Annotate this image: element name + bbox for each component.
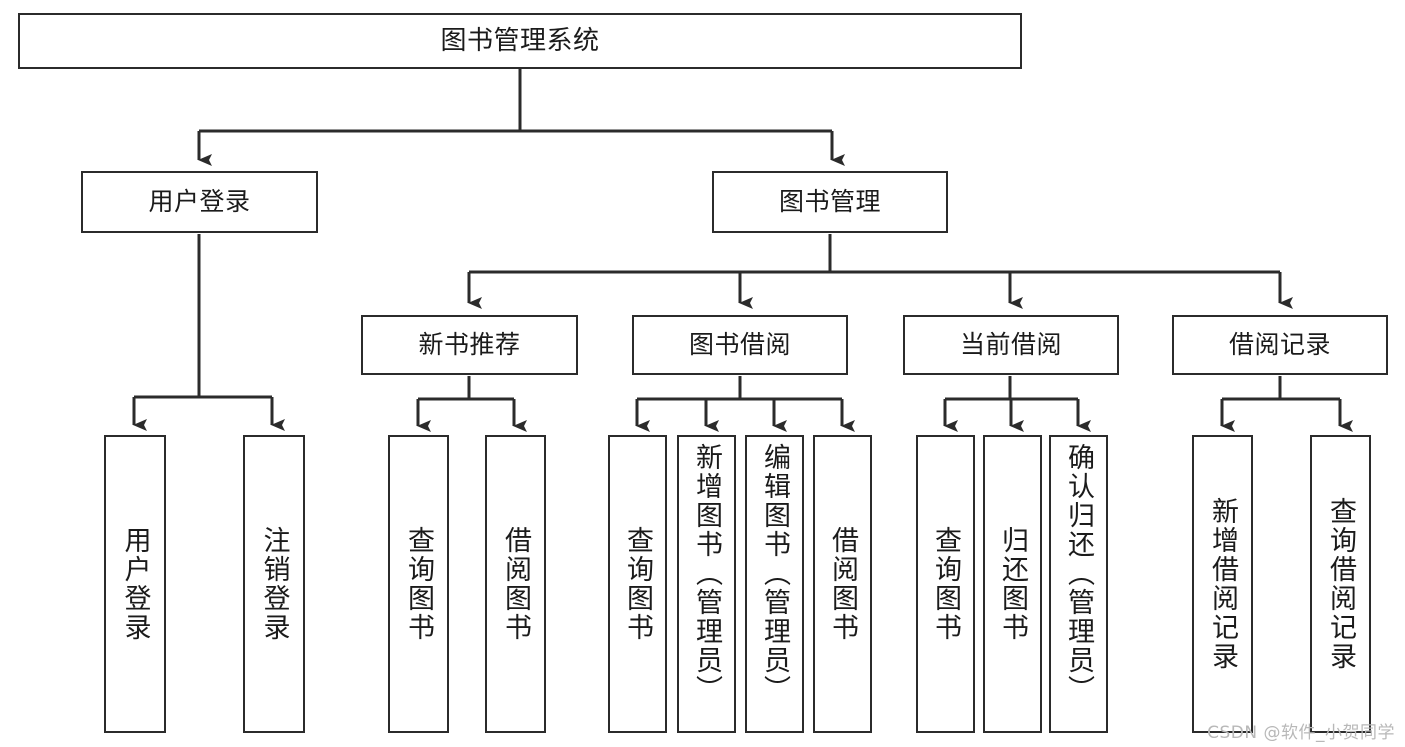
node-current-borrow[interactable]: 当前借阅 bbox=[903, 315, 1119, 375]
node-label: 图书管理系统 bbox=[440, 25, 600, 56]
leaf-user-login-login[interactable]: 用户登录 bbox=[104, 435, 166, 733]
node-label: 注销登录 bbox=[258, 526, 290, 642]
node-label: 用户登录 bbox=[119, 526, 151, 642]
leaf-current-borrow-query-book[interactable]: 查询图书 bbox=[916, 435, 975, 733]
node-label: 借阅图书 bbox=[500, 526, 531, 642]
leaf-book-borrow-query-book[interactable]: 查询图书 bbox=[608, 435, 667, 733]
leaf-user-login-logout[interactable]: 注销登录 bbox=[243, 435, 305, 733]
node-label: 新增图书（管理员） bbox=[691, 443, 722, 704]
node-root-book-management-system[interactable]: 图书管理系统 bbox=[18, 13, 1022, 69]
leaf-new-book-query-book[interactable]: 查询图书 bbox=[388, 435, 449, 733]
node-user-login[interactable]: 用户登录 bbox=[81, 171, 318, 233]
node-label: 查询借阅记录 bbox=[1325, 497, 1356, 671]
node-label: 归还图书 bbox=[997, 526, 1028, 642]
leaf-borrow-record-query-record[interactable]: 查询借阅记录 bbox=[1310, 435, 1371, 733]
leaf-book-borrow-add-book-admin[interactable]: 新增图书（管理员） bbox=[677, 435, 736, 733]
node-label: 编辑图书（管理员） bbox=[759, 443, 790, 704]
node-label: 图书借阅 bbox=[688, 330, 791, 360]
csdn-watermark: CSDN @软件_小贺同学 bbox=[1207, 723, 1395, 743]
node-label: 图书管理 bbox=[778, 187, 881, 217]
node-book-management[interactable]: 图书管理 bbox=[712, 171, 948, 233]
leaf-borrow-record-add-record[interactable]: 新增借阅记录 bbox=[1192, 435, 1253, 733]
node-label: 查询图书 bbox=[930, 526, 961, 642]
node-label: 新增借阅记录 bbox=[1207, 497, 1238, 671]
node-book-borrow[interactable]: 图书借阅 bbox=[632, 315, 848, 375]
leaf-book-borrow-borrow-book[interactable]: 借阅图书 bbox=[813, 435, 872, 733]
node-label: 当前借阅 bbox=[959, 330, 1062, 360]
node-label: 新书推荐 bbox=[418, 330, 521, 360]
node-label: 查询图书 bbox=[622, 526, 653, 642]
node-label: 查询图书 bbox=[403, 526, 434, 642]
node-label: 借阅记录 bbox=[1228, 330, 1331, 360]
leaf-book-borrow-edit-book-admin[interactable]: 编辑图书（管理员） bbox=[745, 435, 804, 733]
leaf-new-book-borrow-book[interactable]: 借阅图书 bbox=[485, 435, 546, 733]
node-borrow-record[interactable]: 借阅记录 bbox=[1172, 315, 1388, 375]
node-label: 用户登录 bbox=[148, 187, 251, 217]
leaf-current-borrow-return-book[interactable]: 归还图书 bbox=[983, 435, 1042, 733]
node-new-book-recommend[interactable]: 新书推荐 bbox=[361, 315, 578, 375]
leaf-current-borrow-confirm-return-admin[interactable]: 确认归还（管理员） bbox=[1049, 435, 1108, 733]
node-label: 借阅图书 bbox=[827, 526, 858, 642]
node-label: 确认归还（管理员） bbox=[1063, 443, 1094, 704]
